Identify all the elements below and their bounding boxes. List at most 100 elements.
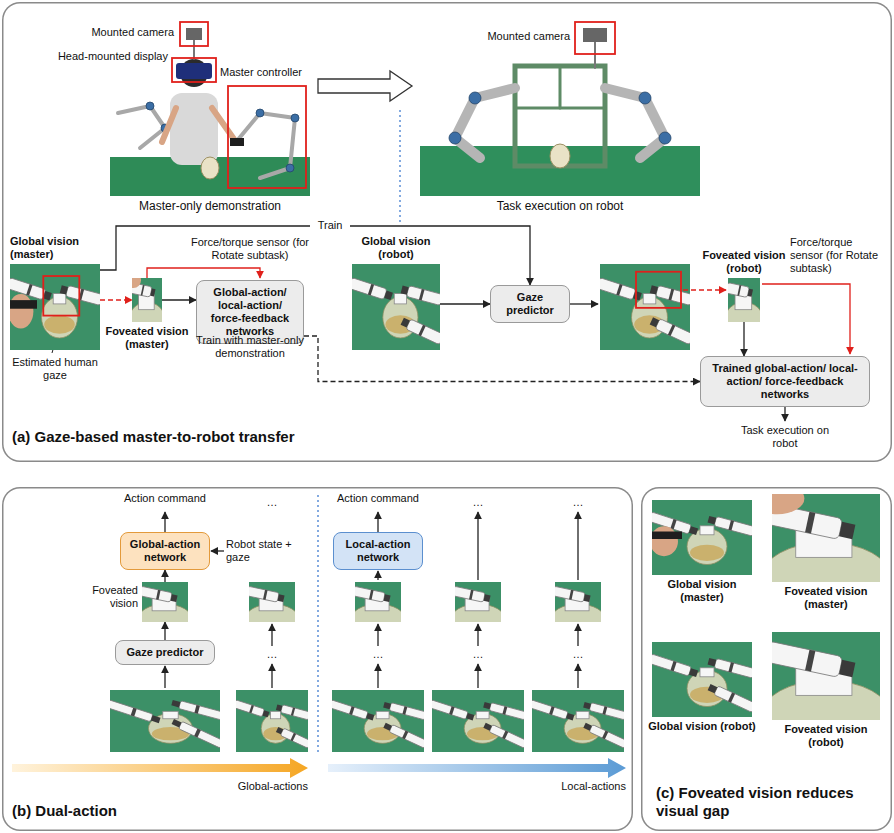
gripper-tip bbox=[748, 289, 753, 297]
annotation-label: … bbox=[458, 648, 498, 661]
gripper-body bbox=[714, 686, 752, 713]
gripper-tip bbox=[583, 723, 592, 731]
gripper-band bbox=[728, 520, 734, 530]
annotation-label: … bbox=[458, 496, 498, 509]
gripper-band bbox=[805, 650, 815, 672]
gripper-body bbox=[655, 319, 694, 345]
camera-image bbox=[233, 690, 311, 752]
gripper bbox=[275, 726, 311, 748]
gripper-body bbox=[352, 278, 387, 300]
annotation-label: Force/torque sensor (for Rotate subtask) bbox=[790, 236, 888, 275]
gripper-tip bbox=[276, 727, 283, 734]
gripper-band bbox=[728, 692, 735, 702]
camera-image bbox=[652, 642, 752, 717]
arrow-line bbox=[377, 512, 378, 532]
gripper-body bbox=[246, 586, 279, 602]
image-label: Master-only demonstration bbox=[110, 199, 310, 213]
gripper-band bbox=[449, 706, 454, 715]
camera-image-frame: Global vision (master) bbox=[652, 500, 752, 575]
camera-image bbox=[352, 264, 440, 350]
annotation-label: Force/torque sensor (for Rotate subtask) bbox=[188, 236, 312, 262]
bottle-cap bbox=[476, 711, 489, 718]
image-label: Global vision (robot) bbox=[351, 235, 441, 261]
gripper-body bbox=[772, 641, 843, 677]
gripper-band bbox=[249, 705, 254, 713]
gripper bbox=[107, 700, 161, 725]
network-label: Global-action/ local-action/ force-feedb… bbox=[203, 286, 297, 338]
gripper-band bbox=[194, 729, 201, 738]
gripper-band bbox=[263, 590, 268, 600]
camera-image bbox=[142, 582, 188, 622]
gripper-body bbox=[714, 658, 752, 678]
gripper-band bbox=[290, 733, 296, 741]
gripper-tip bbox=[689, 526, 698, 535]
camera-image-frame: Master-only demonstration bbox=[110, 18, 310, 196]
camera-image-frame: Foveated vision (robot) bbox=[772, 632, 880, 720]
gripper-tip bbox=[583, 702, 591, 709]
gripper-body bbox=[142, 586, 172, 602]
gripper bbox=[383, 701, 427, 720]
joint bbox=[146, 102, 154, 110]
gripper-body bbox=[489, 725, 527, 749]
gripper-body bbox=[329, 700, 368, 720]
gripper-tip bbox=[483, 594, 490, 602]
master-arm bbox=[236, 113, 295, 178]
gripper bbox=[352, 278, 393, 302]
gripper-tip bbox=[689, 668, 698, 677]
image-label: Global vision (master) bbox=[10, 235, 90, 261]
annotation-label: Local-actions bbox=[520, 780, 626, 793]
gripper-band bbox=[402, 731, 408, 740]
flow-arrow bbox=[164, 570, 165, 582]
gripper-tip bbox=[708, 516, 717, 524]
person-arm bbox=[212, 108, 236, 142]
gripper bbox=[483, 701, 527, 720]
gripper bbox=[452, 586, 491, 603]
gripper-body bbox=[489, 703, 527, 720]
joint bbox=[469, 92, 481, 104]
gripper bbox=[400, 316, 440, 345]
camera-view-ground bbox=[532, 690, 624, 752]
annotation-label: Head-mounted display bbox=[44, 50, 168, 63]
gripper bbox=[772, 641, 856, 680]
camera-image bbox=[728, 278, 760, 322]
panel-caption: (a) Gaze-based master-to-robot transfer bbox=[12, 428, 392, 446]
gripper-tip bbox=[171, 700, 180, 707]
gripper-band bbox=[291, 707, 295, 715]
camera-image-frame: Global vision (robot) bbox=[352, 264, 440, 350]
gripper bbox=[483, 722, 528, 749]
flow-arrow bbox=[743, 322, 744, 356]
arrow-line bbox=[477, 664, 478, 688]
gripper-body bbox=[389, 725, 427, 749]
annotation-label: Train with master-only demonstration bbox=[192, 334, 308, 360]
camera-image-frame: Foveated vision (robot) bbox=[728, 278, 760, 322]
flow-arrow bbox=[164, 622, 165, 640]
gripper-body bbox=[552, 586, 585, 602]
gripper-tip bbox=[708, 658, 717, 666]
gripper-body bbox=[452, 586, 485, 602]
arrow-line bbox=[164, 666, 165, 688]
image-label: Foveated vision (master) bbox=[771, 585, 881, 611]
arrow-line bbox=[211, 550, 224, 551]
gripper bbox=[400, 284, 440, 306]
joint bbox=[659, 132, 671, 144]
gripper-tip bbox=[383, 723, 392, 731]
gripper-tip bbox=[43, 291, 52, 301]
gripper-band bbox=[805, 512, 815, 534]
master-arm bbox=[118, 106, 165, 148]
gripper-tip bbox=[277, 594, 284, 602]
annotation-label: … bbox=[358, 648, 398, 661]
gripper-band bbox=[670, 661, 676, 671]
camera-pole bbox=[594, 42, 596, 68]
network-label: Gaze predictor bbox=[497, 291, 563, 317]
panel-caption: (c) Foveated vision reduces visual gap bbox=[656, 784, 876, 820]
gripper-body bbox=[652, 654, 691, 676]
hand bbox=[652, 526, 678, 556]
gripper-band bbox=[569, 590, 574, 600]
gripper-tip bbox=[401, 318, 410, 328]
arrow-line bbox=[164, 512, 165, 532]
flow-arrow bbox=[162, 299, 196, 300]
gaze-box bbox=[43, 276, 79, 316]
gripper bbox=[707, 657, 752, 679]
